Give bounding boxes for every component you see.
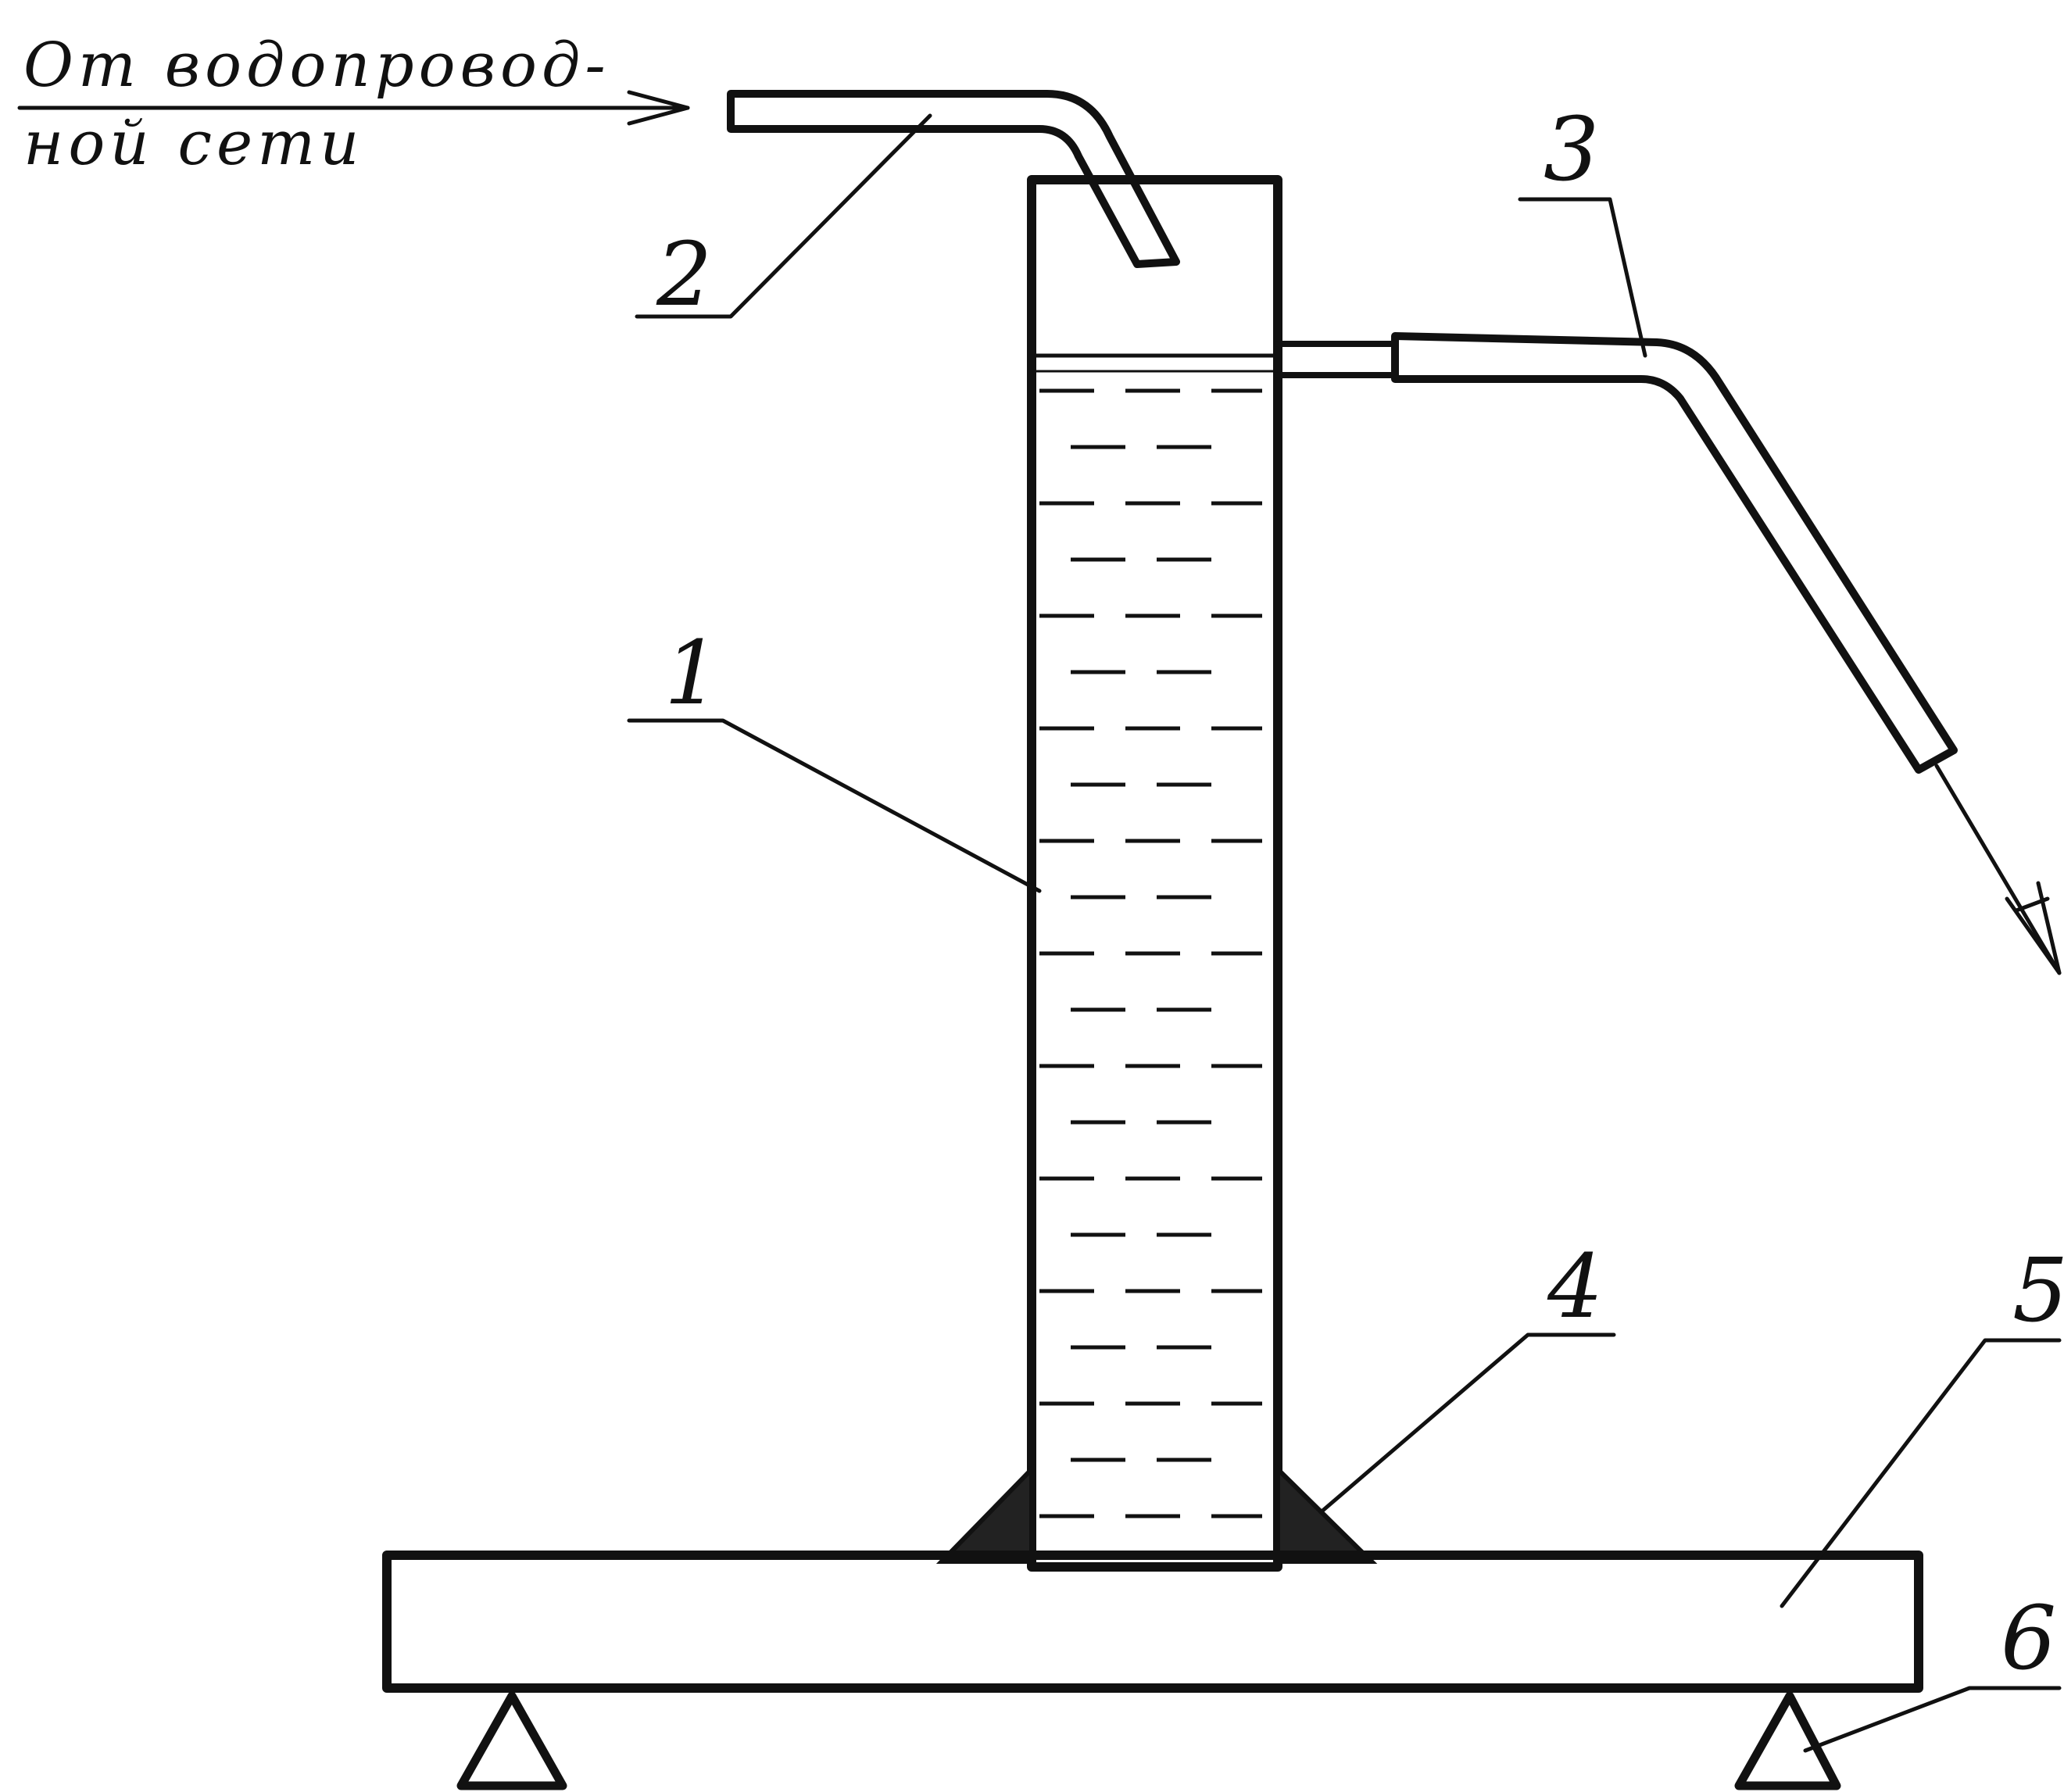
callout-6: 6	[2001, 1588, 2056, 1690]
water-supply-arrow-icon	[627, 90, 690, 126]
inlet-pipe	[727, 90, 1180, 268]
outlet-flow-arrow-icon	[2005, 881, 2062, 975]
outlet-nipple	[1275, 341, 1398, 378]
water-supply-label-line1: От водопровод-	[23, 30, 610, 101]
support-left-triangle-icon	[456, 1691, 567, 1790]
callout-2-leader	[635, 113, 932, 319]
callout-leaders	[627, 113, 2062, 1753]
weld-fillets	[935, 1463, 1378, 1564]
callout-3: 3	[1544, 99, 1599, 201]
callout-4-leader	[1318, 1332, 1616, 1515]
callout-5: 5	[2012, 1240, 2064, 1342]
outlet-flow-line	[1934, 764, 2062, 975]
callout-6-leader	[1803, 1686, 2062, 1753]
outlet-pipe-outline	[1391, 332, 1958, 774]
column-tube-outline	[1027, 175, 1282, 1572]
weld-fillet-right	[1275, 1463, 1378, 1564]
base-plate	[382, 1551, 1923, 1693]
weld-fillet-left	[935, 1463, 1034, 1564]
callout-2: 2	[656, 224, 712, 326]
water-fill-dashes	[1039, 388, 1262, 1518]
outlet-pipe	[1275, 332, 2062, 975]
callout-1-leader	[627, 718, 1042, 893]
water-supply-label-line2: ной сети	[23, 109, 363, 179]
callout-1: 1	[664, 623, 720, 724]
callout-numbers: 1 2 3 4 5 6	[656, 99, 2064, 1690]
callout-3-leader	[1518, 197, 1647, 358]
callout-5-leader	[1780, 1338, 2062, 1608]
inlet-pipe-outline	[727, 90, 1180, 268]
support-right-triangle-icon	[1734, 1691, 1841, 1790]
water-supply-label: От водопровод- ной сети	[17, 30, 690, 179]
callout-4: 4	[1547, 1236, 1603, 1338]
column-tube	[1027, 175, 1282, 1572]
supports	[456, 1691, 1841, 1790]
